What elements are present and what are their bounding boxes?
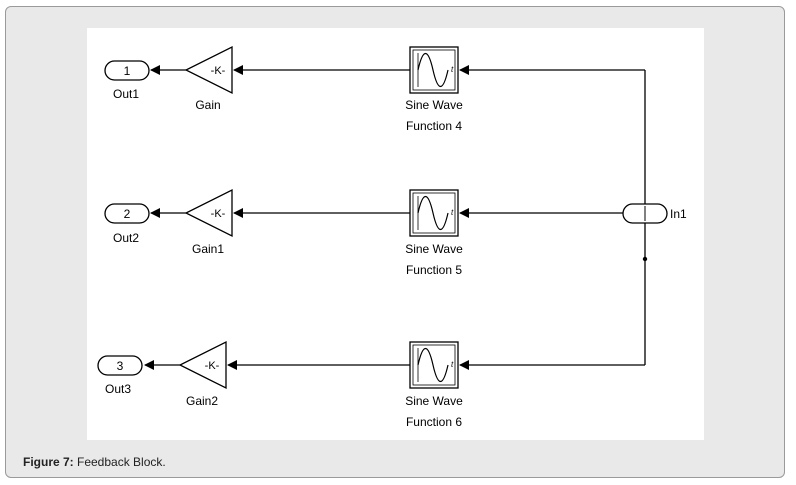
figure-number: Figure 7: — [23, 455, 74, 469]
outport-number: 3 — [117, 359, 124, 373]
gain-value: -K- — [211, 208, 226, 220]
gain-label: Gain1 — [192, 242, 224, 256]
gain-value: -K- — [205, 360, 220, 372]
figure-caption-text: Feedback Block. — [73, 455, 166, 469]
outport-number: 2 — [124, 207, 131, 221]
sine-label-line1: Sine Wave — [405, 98, 463, 112]
sine-wave-icon — [417, 347, 449, 383]
sine-wave-function-5-block[interactable]: t Sine Wave Function 5 — [405, 189, 463, 277]
gain2-block[interactable]: -K- Gain2 — [178, 340, 227, 408]
svg-text:t: t — [451, 208, 454, 217]
gain-label: Gain — [195, 98, 220, 112]
outport-out3[interactable]: 3 Out3 — [97, 355, 143, 396]
figure-caption: Figure 7: Feedback Block. — [23, 455, 166, 469]
sine-wave-function-4-block[interactable]: t Sine Wave Function 4 — [405, 46, 463, 133]
gain-block[interactable]: -K- Gain — [184, 45, 233, 112]
sine-label-line1: Sine Wave — [405, 242, 463, 256]
diagram-canvas — [87, 28, 704, 440]
sine-wave-function-6-block[interactable]: t Sine Wave Function 6 — [405, 341, 463, 429]
gain-label: Gain2 — [186, 394, 218, 408]
outport-out2[interactable]: 2 Out2 — [104, 203, 150, 245]
signal-lines — [144, 65, 646, 370]
sine-label-line2: Function 5 — [406, 263, 462, 277]
sine-label-line2: Function 4 — [406, 119, 462, 133]
svg-text:t: t — [451, 65, 454, 74]
gain1-block[interactable]: -K- Gain1 — [184, 188, 233, 256]
inport-label: In1 — [670, 207, 687, 221]
inport-in1[interactable]: In1 — [622, 203, 687, 224]
gain-value: -K- — [211, 65, 226, 77]
outport-number: 1 — [124, 64, 131, 78]
sine-label-line2: Function 6 — [406, 415, 462, 429]
sine-label-line1: Sine Wave — [405, 394, 463, 408]
outport-label: Out2 — [113, 231, 139, 245]
sine-wave-icon — [417, 195, 449, 231]
sine-wave-icon — [417, 52, 449, 88]
outport-out1[interactable]: 1 Out1 — [104, 60, 150, 101]
branch-point — [642, 256, 648, 262]
svg-text:t: t — [451, 360, 454, 369]
outport-label: Out3 — [105, 382, 131, 396]
outport-label: Out1 — [113, 87, 139, 101]
